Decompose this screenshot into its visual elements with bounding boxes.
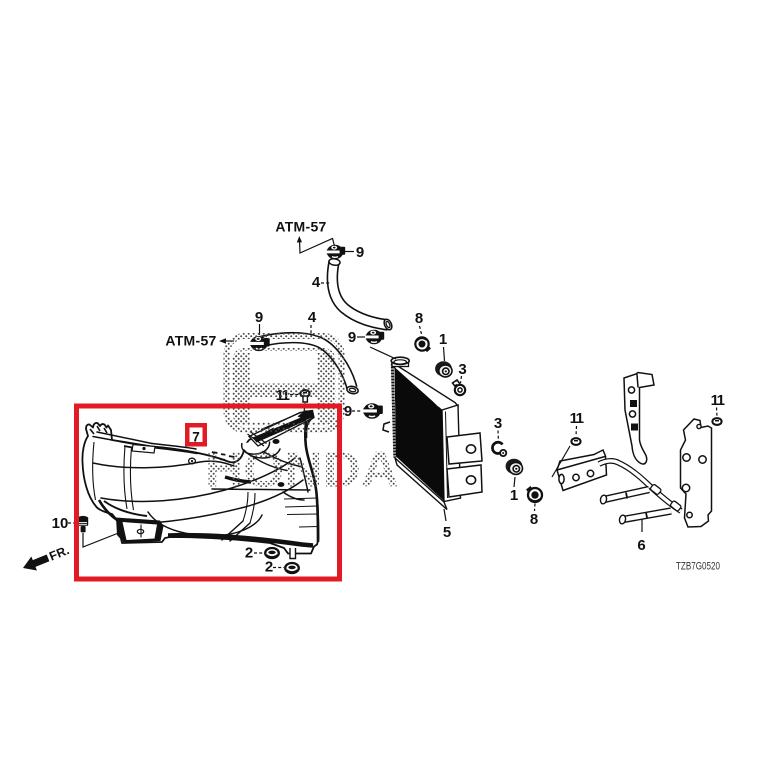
- svg-text:4: 4: [312, 274, 321, 291]
- svg-text:TZB7G0520: TZB7G0520: [676, 561, 720, 573]
- svg-text:9: 9: [356, 244, 364, 261]
- svg-text:3: 3: [458, 361, 466, 378]
- svg-text:4: 4: [308, 309, 317, 326]
- svg-text:1: 1: [439, 331, 447, 348]
- svg-text:1: 1: [510, 487, 518, 504]
- svg-text:7: 7: [192, 430, 200, 445]
- svg-text:2: 2: [245, 545, 253, 562]
- svg-text:ATM-57: ATM-57: [275, 219, 326, 235]
- svg-text:9: 9: [348, 329, 356, 346]
- svg-text:10: 10: [52, 515, 69, 532]
- svg-text:ATM-57: ATM-57: [165, 333, 216, 349]
- svg-text:11: 11: [570, 410, 584, 427]
- svg-text:HONDA: HONDA: [205, 442, 399, 498]
- svg-text:2: 2: [265, 559, 273, 576]
- svg-text:5: 5: [443, 524, 451, 541]
- svg-text:8: 8: [530, 511, 538, 528]
- svg-text:8: 8: [415, 310, 423, 327]
- svg-text:11: 11: [711, 392, 725, 409]
- svg-text:6: 6: [637, 537, 645, 554]
- svg-text:9: 9: [255, 309, 263, 326]
- svg-text:FR.: FR.: [47, 543, 71, 564]
- svg-text:9: 9: [344, 403, 352, 420]
- svg-text:3: 3: [494, 415, 502, 432]
